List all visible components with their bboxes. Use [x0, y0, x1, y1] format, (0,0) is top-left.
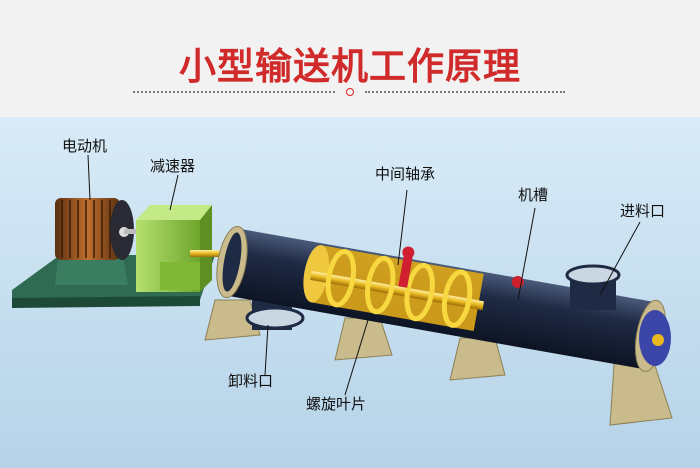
- divider-right: [365, 91, 565, 93]
- end-cap: [639, 310, 671, 366]
- label-middle-bearing: 中间轴承: [375, 165, 436, 183]
- label-trough: 机槽: [518, 186, 549, 204]
- label-motor: 电动机: [62, 137, 108, 155]
- label-inlet: 进料口: [620, 202, 666, 220]
- label-reducer: 减速器: [150, 157, 196, 175]
- divider-ring-icon: [346, 88, 354, 96]
- drive-shaft: [190, 250, 230, 257]
- label-outlet: 卸料口: [228, 372, 274, 390]
- screw-conveyor-illustration: [0, 117, 700, 468]
- leader-lines: [87, 154, 641, 396]
- motor: [55, 198, 138, 260]
- inlet: [565, 264, 621, 310]
- header: 小型输送机工作原理: [0, 0, 700, 117]
- supports: [204, 299, 673, 426]
- divider-left: [133, 91, 335, 93]
- page-title: 小型输送机工作原理: [179, 45, 521, 88]
- label-screw-blade: 螺旋叶片: [306, 395, 367, 413]
- reducer: [136, 205, 212, 292]
